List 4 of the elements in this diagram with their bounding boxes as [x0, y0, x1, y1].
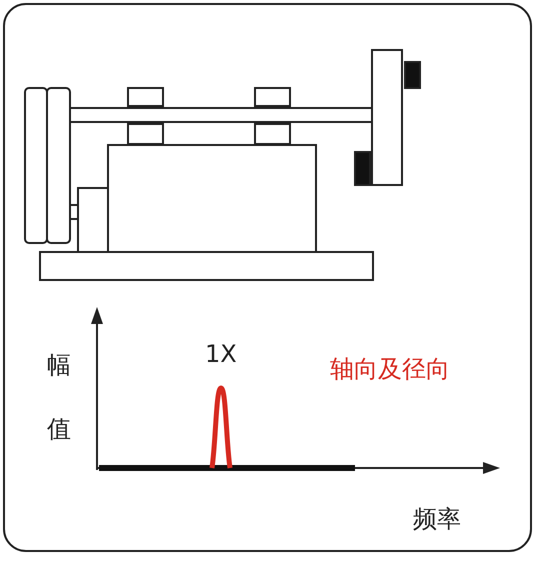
- axis-label: 频率: [413, 505, 461, 534]
- peak-label: 1X: [205, 340, 237, 369]
- axis-label: 幅值: [46, 350, 72, 445]
- direction-label: 轴向及径向: [330, 355, 450, 384]
